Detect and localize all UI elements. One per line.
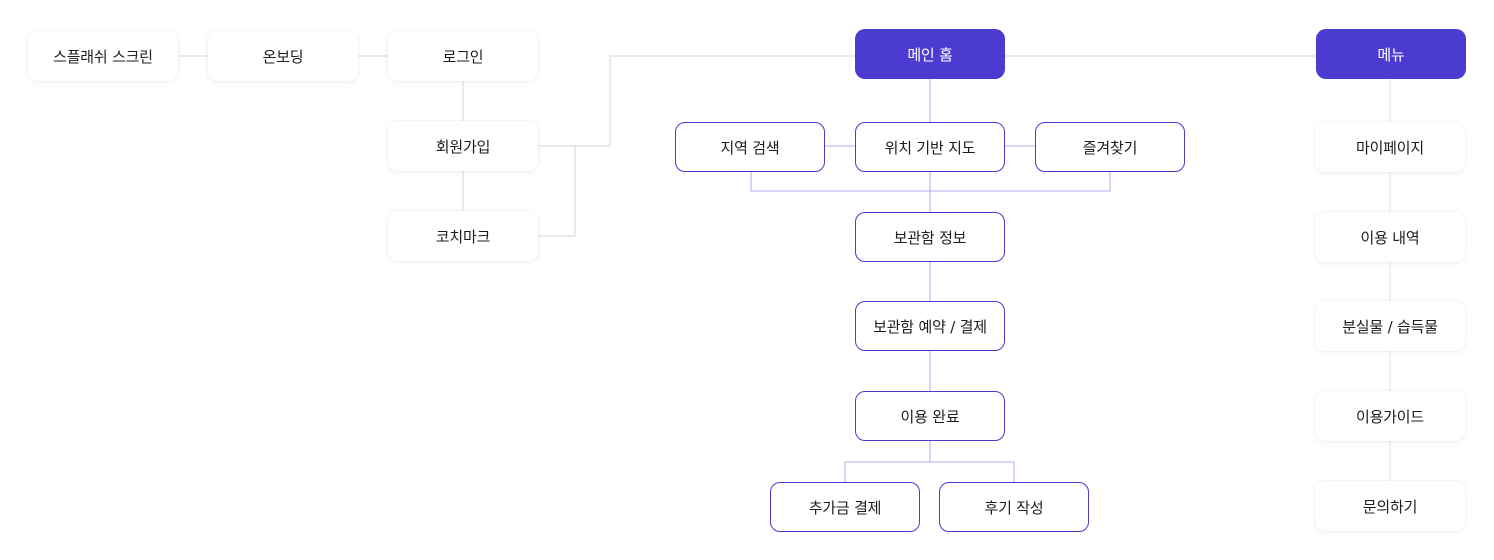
- node-locker-info[interactable]: 보관함 정보: [855, 212, 1005, 262]
- connector-coachmark-bracket: [538, 146, 576, 237]
- node-favorites[interactable]: 즐겨찾기: [1035, 122, 1185, 172]
- node-usage-guide[interactable]: 이용가이드: [1315, 391, 1465, 441]
- node-coachmark[interactable]: 코치마크: [388, 211, 538, 261]
- node-splash-screen[interactable]: 스플래쉬 스크린: [28, 31, 178, 81]
- node-main-home[interactable]: 메인 홈: [855, 29, 1005, 79]
- node-location-map[interactable]: 위치 기반 지도: [855, 122, 1005, 172]
- node-reserve-payment[interactable]: 보관함 예약 / 결제: [855, 301, 1005, 351]
- node-inquiry[interactable]: 문의하기: [1315, 481, 1465, 531]
- node-usage-complete[interactable]: 이용 완료: [855, 391, 1005, 441]
- node-signup[interactable]: 회원가입: [388, 121, 538, 171]
- connector-signup-home: [538, 55, 855, 147]
- connector-branch: [844, 461, 1015, 482]
- node-usage-history[interactable]: 이용 내역: [1315, 212, 1465, 262]
- node-write-review[interactable]: 후기 작성: [939, 482, 1089, 532]
- node-extra-payment[interactable]: 추가금 결제: [770, 482, 920, 532]
- node-onboarding[interactable]: 온보딩: [208, 31, 358, 81]
- node-mypage[interactable]: 마이페이지: [1315, 122, 1465, 172]
- node-menu[interactable]: 메뉴: [1316, 29, 1466, 79]
- node-lost-found[interactable]: 분실물 / 습득물: [1315, 301, 1465, 351]
- node-login[interactable]: 로그인: [388, 31, 538, 81]
- node-region-search[interactable]: 지역 검색: [675, 122, 825, 172]
